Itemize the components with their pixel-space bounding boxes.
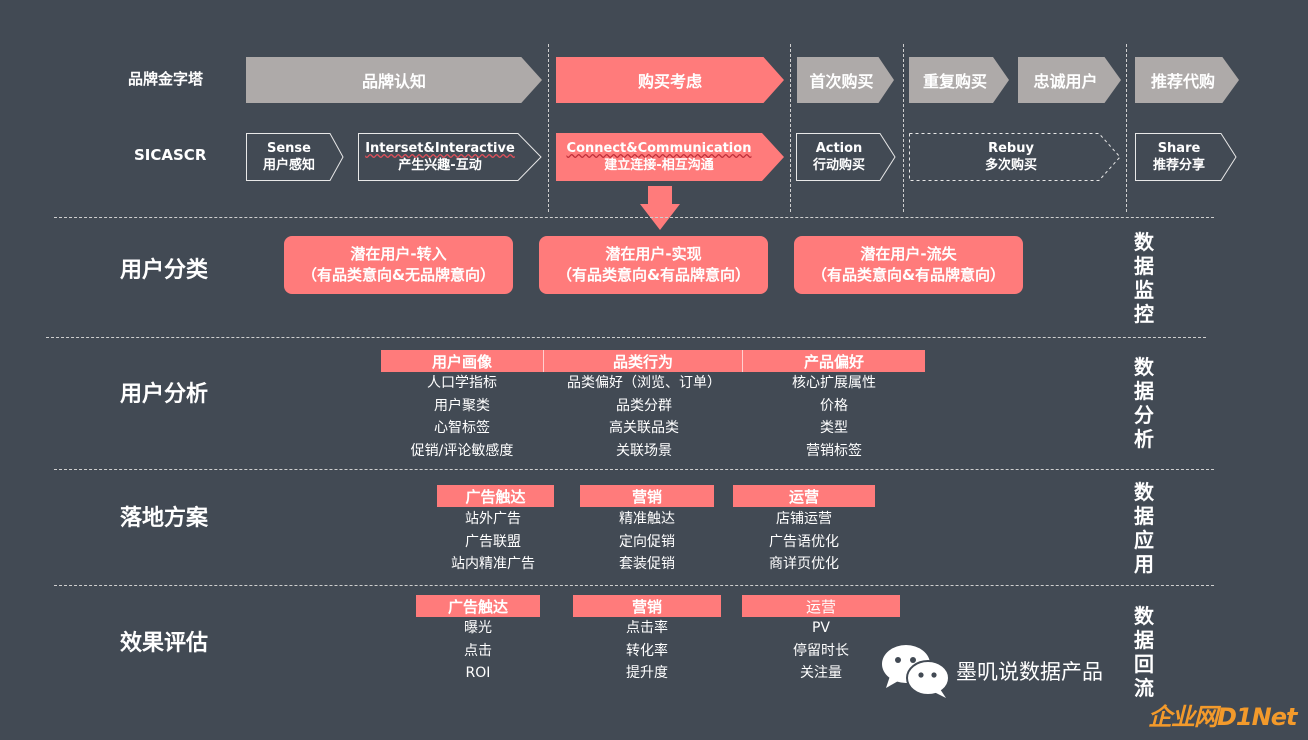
stage-divider xyxy=(1126,44,1127,212)
list-item: 点击 xyxy=(464,642,492,659)
stage-divider xyxy=(903,44,904,212)
list-item: 点击率 xyxy=(626,620,668,636)
list-item: 停留时长 xyxy=(793,642,849,659)
list-item: 广告联盟 xyxy=(465,533,521,550)
list-item: 店铺运营 xyxy=(776,511,832,527)
eval-header-marketing: 营销 xyxy=(573,595,721,617)
list-item: 精准触达 xyxy=(619,511,675,527)
landing-header-ad-reach: 广告触达 xyxy=(437,485,554,507)
landing-header-marketing: 营销 xyxy=(580,485,714,507)
side-label-data-backflow: 数据回流 xyxy=(1134,604,1154,700)
section-separator xyxy=(54,585,1214,586)
analysis-column-category-behavior: 品类偏好（浏览、订单） 品类分群 高关联品类 关联场景 xyxy=(544,372,744,462)
list-item: 套装促销 xyxy=(619,556,675,572)
pyramid-step-repeat-purchase: 重复购买 xyxy=(909,57,1009,103)
potential-user-inflow: 潜在用户-转入（有品类意向&无品牌意向） xyxy=(284,236,513,294)
eval-column-marketing: 点击率 转化率 提升度 xyxy=(573,617,721,685)
pyramid-step-referral-purchase: 推荐代购 xyxy=(1135,57,1239,103)
pyramid-step-first-purchase: 首次购买 xyxy=(797,57,894,103)
list-item: 品类偏好（浏览、订单） xyxy=(567,375,721,391)
d1net-logo: 企业网D1Net xyxy=(1148,703,1297,731)
list-item: 营销标签 xyxy=(806,442,862,459)
section-separator xyxy=(46,337,1206,338)
list-item: 心智标签 xyxy=(434,420,490,436)
pyramid-row-label: 品牌金字塔 xyxy=(128,70,204,88)
section-title-effect-evaluation: 效果评估 xyxy=(120,631,209,656)
list-item: PV xyxy=(811,620,831,636)
list-item: 广告语优化 xyxy=(769,533,839,550)
eval-column-ad-reach: 曝光 点击 ROI xyxy=(418,617,538,685)
analysis-column-product-preference: 核心扩展属性 价格 类型 营销标签 xyxy=(744,372,924,462)
list-item: 定向促销 xyxy=(619,533,675,550)
side-label-data-application: 数据应用 xyxy=(1134,480,1154,576)
potential-user-realized: 潜在用户-实现（有品类意向&有品牌意向） xyxy=(539,236,768,294)
list-item: 人口学指标 xyxy=(427,375,497,391)
list-item: 用户聚类 xyxy=(434,397,490,414)
landing-header-operations: 运营 xyxy=(733,485,875,507)
analysis-column-user-profile: 人口学指标 用户聚类 心智标签 促销/评论敏感度 xyxy=(382,372,542,462)
list-item: 商详页优化 xyxy=(769,556,839,572)
section-title-user-classification: 用户分类 xyxy=(120,258,209,283)
eval-column-operations: PV 停留时长 关注量 xyxy=(742,617,900,685)
section-separator xyxy=(54,469,1214,470)
list-item: 关注量 xyxy=(800,665,842,681)
side-label-data-monitoring: 数据监控 xyxy=(1134,230,1154,326)
pyramid-step-loyal-user: 忠诚用户 xyxy=(1018,57,1121,103)
eval-header-ad-reach: 广告触达 xyxy=(416,595,540,617)
analysis-header-category-behavior: 品类行为 xyxy=(544,350,743,372)
list-item: 品类分群 xyxy=(616,397,672,414)
section-separator xyxy=(54,217,1214,218)
list-item: 高关联品类 xyxy=(609,420,679,436)
section-title-user-analysis: 用户分析 xyxy=(120,382,209,407)
model-row-label: SICASCR xyxy=(134,146,207,164)
landing-column-operations: 店铺运营 广告语优化 商详页优化 xyxy=(733,508,875,576)
wechat-account-name: 墨叽说数据产品 xyxy=(956,660,1103,684)
down-arrow-icon xyxy=(640,186,680,230)
pyramid-step-purchase-consideration: 购买考虑 xyxy=(556,57,784,103)
list-item: ROI xyxy=(465,665,491,681)
list-item: 提升度 xyxy=(626,665,668,681)
landing-column-marketing: 精准触达 定向促销 套装促销 xyxy=(580,508,714,576)
eval-header-operations: 运营 xyxy=(742,595,900,617)
stage-divider xyxy=(548,44,549,212)
list-item: 促销/评论敏感度 xyxy=(410,442,514,459)
list-item: 站外广告 xyxy=(465,511,521,527)
list-item: 类型 xyxy=(820,420,848,436)
analysis-header-user-profile: 用户画像 xyxy=(381,350,544,372)
list-item: 价格 xyxy=(820,397,848,414)
list-item: 核心扩展属性 xyxy=(792,375,876,391)
side-label-data-analysis: 数据分析 xyxy=(1134,355,1154,451)
landing-column-ad-reach: 站外广告 广告联盟 站内精准广告 xyxy=(433,508,553,576)
list-item: 站内精准广告 xyxy=(451,556,535,572)
potential-user-churn: 潜在用户-流失（有品类意向&有品牌意向） xyxy=(794,236,1023,294)
pyramid-step-brand-awareness: 品牌认知 xyxy=(246,57,542,103)
list-item: 曝光 xyxy=(464,620,492,636)
analysis-header-bar xyxy=(381,350,925,372)
section-title-landing-plan: 落地方案 xyxy=(120,506,209,531)
list-item: 转化率 xyxy=(626,642,668,659)
list-item: 关联场景 xyxy=(616,442,672,459)
wechat-icon xyxy=(882,645,950,698)
analysis-header-product-preference: 产品偏好 xyxy=(803,352,864,371)
stage-divider xyxy=(790,44,791,212)
